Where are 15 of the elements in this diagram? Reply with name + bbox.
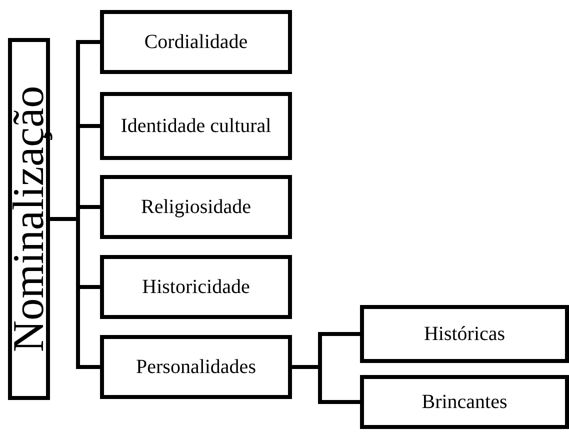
node-label: Historicidade	[142, 276, 250, 298]
topic-box	[360, 375, 569, 429]
node-label: Nominalização	[7, 86, 51, 352]
node-label: Brincantes	[422, 391, 508, 413]
node-label: Identidade cultural	[120, 115, 272, 137]
topic-box	[100, 10, 292, 74]
node-label: Religiosidade	[141, 196, 251, 218]
topic-box	[100, 92, 292, 160]
topic-box	[100, 175, 292, 239]
topic-box	[100, 335, 292, 399]
node-label: Personalidades	[136, 356, 256, 378]
topic-box	[360, 305, 569, 363]
node-label: Cordialidade	[144, 31, 248, 53]
node-label: Históricas	[424, 323, 506, 345]
topic-box	[100, 255, 292, 319]
